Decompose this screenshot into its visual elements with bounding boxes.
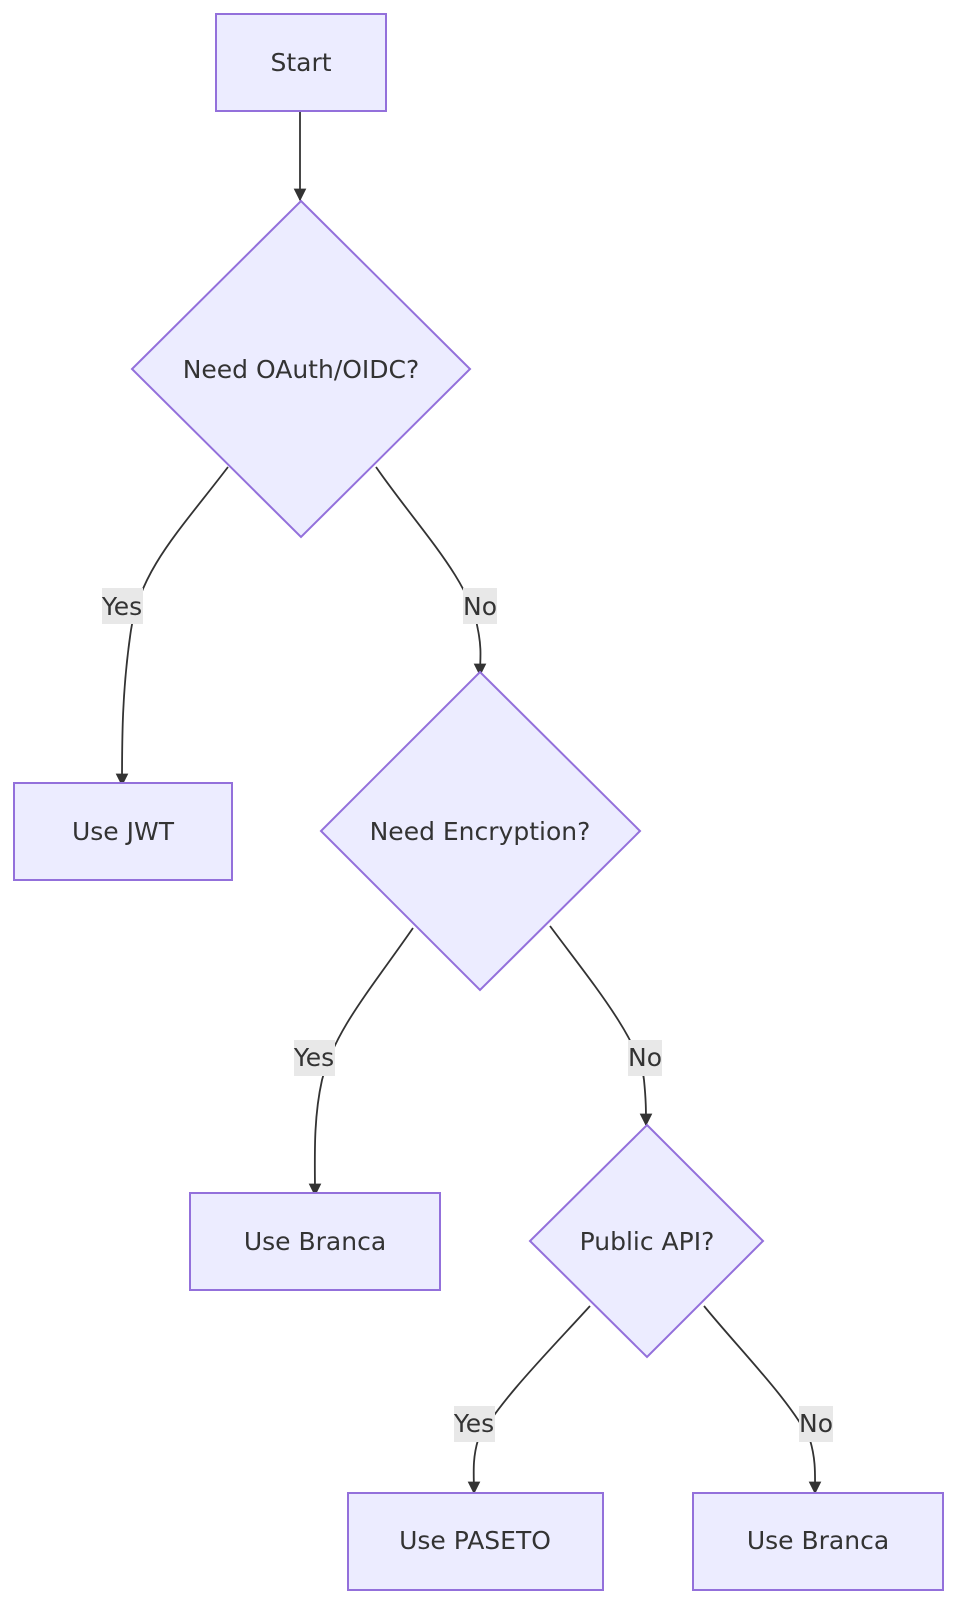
edge-label-oauth-yes: Yes [101, 588, 143, 624]
edge-label-public-no: No [799, 1406, 833, 1442]
node-need-encryption: Need Encryption? [319, 670, 642, 992]
edge-need-oauth-no [375, 466, 487, 677]
edge-label-public-yes: Yes [453, 1406, 495, 1442]
node-need-oauth: Need OAuth/OIDC? [130, 199, 472, 539]
node-label: Public API? [580, 1227, 715, 1256]
node-label: Use PASETO [399, 1526, 551, 1555]
node-label: Use Branca [244, 1227, 386, 1256]
node-use-jwt: Use JWT [13, 782, 233, 881]
edge-label-oauth-no: No [463, 588, 497, 624]
node-start: Start [215, 13, 387, 112]
edge-need-oauth-yes [115, 466, 229, 787]
edge-label-text: Yes [453, 1409, 494, 1438]
edge-label-text: No [463, 592, 497, 621]
edge-public-api-yes [467, 1305, 591, 1495]
edge-label-text: Yes [101, 592, 142, 621]
node-label: Use JWT [72, 817, 175, 846]
edge-label-encryption-yes: Yes [293, 1040, 335, 1076]
node-label: Need Encryption? [370, 817, 591, 846]
edge-label-text: No [799, 1409, 833, 1438]
node-use-branca-1: Use Branca [189, 1192, 441, 1291]
edge-label-encryption-no: No [628, 1040, 662, 1076]
node-use-branca-2: Use Branca [692, 1492, 944, 1591]
edge-label-text: No [628, 1043, 662, 1072]
node-use-paseto: Use PASETO [347, 1492, 604, 1591]
node-label: Use Branca [747, 1526, 889, 1555]
edge-need-encryption-no [549, 925, 653, 1127]
node-public-api: Public API? [528, 1123, 765, 1359]
node-label: Start [270, 48, 331, 77]
node-label: Need OAuth/OIDC? [183, 355, 420, 384]
edge-public-api-no [703, 1305, 822, 1495]
edge-label-text: Yes [293, 1043, 334, 1072]
